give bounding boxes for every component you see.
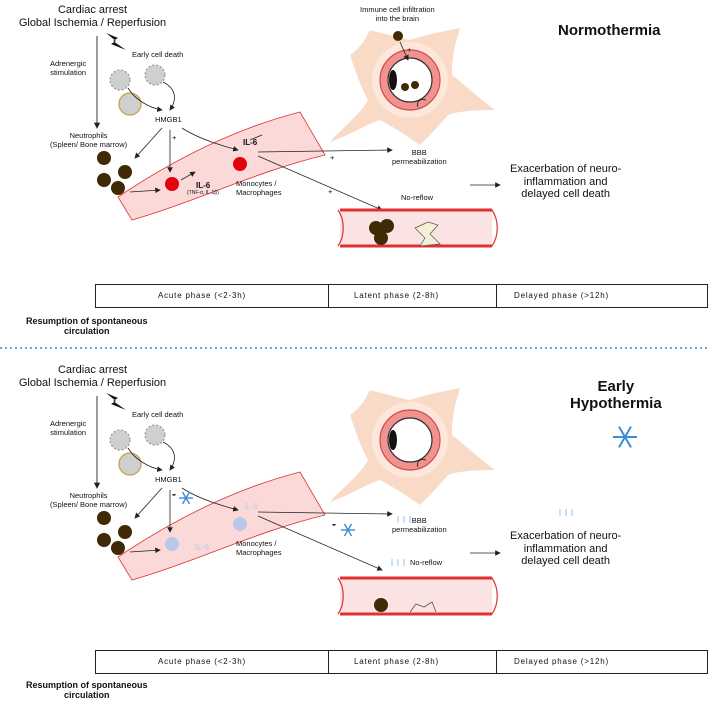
il6-main-label: IL-6 xyxy=(243,138,258,147)
bbb-label: BBB permeabilization xyxy=(392,516,447,534)
event-line1: Cardiac arrest xyxy=(57,4,128,16)
neutrophil xyxy=(97,151,111,165)
dead-cell xyxy=(118,92,142,116)
blood-vessel xyxy=(117,471,326,581)
adrenergic-label: Adrenergic stimulation xyxy=(50,419,87,437)
timeline-bar-top: Acute phase (<2-3h) Latent phase (2-8h) … xyxy=(95,284,708,308)
neutrophils-label: Neutrophils (Spleen/ Bone marrow) xyxy=(50,491,128,509)
event-title: Cardiac arrest Global Ischemia / Reperfu… xyxy=(0,364,185,389)
neutrophil xyxy=(111,181,125,195)
exacerbation-label: Exacerbation of neuro- inflammation and … xyxy=(510,163,622,201)
event-title: Cardiac arrest Global Ischemia / Reperfu… xyxy=(0,4,185,29)
lightning-icon xyxy=(106,393,126,410)
hmgb1-plus: + xyxy=(172,133,177,142)
platelet-aggregate xyxy=(414,221,441,247)
resumption-label: Resumption of spontaneous circulation xyxy=(26,316,148,337)
acute-phase: Acute phase (<2-3h) xyxy=(158,291,246,300)
bbb-label: BBB permeabilization xyxy=(392,148,447,166)
blood-vessel xyxy=(117,111,326,221)
dead-cell xyxy=(144,64,166,86)
noreflow-label: No-reflow xyxy=(410,558,443,567)
early-cell-death-label: Early cell death xyxy=(132,410,184,419)
exacerbation-label: Exacerbation of neuro- inflammation and … xyxy=(510,530,622,568)
condition-title: Early Hypothermia xyxy=(570,378,662,413)
il6-small-label: IL-6 xyxy=(195,543,209,552)
il6-small-label: IL-6 xyxy=(196,181,211,190)
neutrophil xyxy=(118,165,132,179)
noreflow-label: No-reflow xyxy=(401,193,434,202)
monocyte-activated xyxy=(233,157,247,171)
acute-phase: Acute phase (<2-3h) xyxy=(158,657,246,666)
delayed-phase: Delayed phase (>12h) xyxy=(514,291,609,300)
snowflake-icon xyxy=(179,491,193,505)
snowflake-icon xyxy=(613,426,637,448)
hmgb1-label: HMGB1 xyxy=(155,115,182,124)
lightning-icon xyxy=(106,33,126,50)
event-line1: Cardiac arrest xyxy=(57,364,128,376)
adrenergic-label: Adrenergic stimulation xyxy=(50,59,87,77)
early-cell-death-label: Early cell death xyxy=(132,50,184,59)
latent-phase: Latent phase (2-8h) xyxy=(354,291,440,300)
immune-cell xyxy=(393,31,403,41)
immune-infiltration-label: Immune cell infiltration into the brain xyxy=(360,5,435,23)
bbb-plus: + xyxy=(330,153,335,162)
monocytes-label: Monocytes / Macrophages xyxy=(236,179,282,197)
neutrophil xyxy=(97,173,111,187)
snowflake-icon xyxy=(341,523,355,537)
bbb-minus: - xyxy=(332,517,336,531)
condition-title: Normothermia xyxy=(558,22,661,39)
il6-sub-label: (TNF-α, IL-1β) xyxy=(187,190,219,196)
latent-phase: Latent phase (2-8h) xyxy=(354,657,440,666)
infiltration-plus: + xyxy=(407,45,412,54)
noreflow-plus: + xyxy=(328,187,333,196)
event-line2: Global Ischemia / Reperfusion xyxy=(18,376,167,389)
event-line2: Global Ischemia / Reperfusion xyxy=(18,16,167,29)
monocytes-label: Monocytes / Macrophages xyxy=(236,539,282,557)
neutrophil-activated xyxy=(165,177,179,191)
neutrophils-label: Neutrophils (Spleen/ Bone marrow) xyxy=(50,131,128,149)
delayed-phase: Delayed phase (>12h) xyxy=(514,657,609,666)
timeline-bar-bottom: Acute phase (<2-3h) Latent phase (2-8h) … xyxy=(95,650,708,674)
dead-cell xyxy=(109,69,131,91)
hmgb1-minus: - xyxy=(172,487,176,501)
resumption-label: Resumption of spontaneous circulation xyxy=(26,680,148,701)
il6-main-label: IL-6 xyxy=(244,502,258,511)
hmgb1-label: HMGB1 xyxy=(155,475,182,484)
down-arrows-icon xyxy=(391,509,573,566)
